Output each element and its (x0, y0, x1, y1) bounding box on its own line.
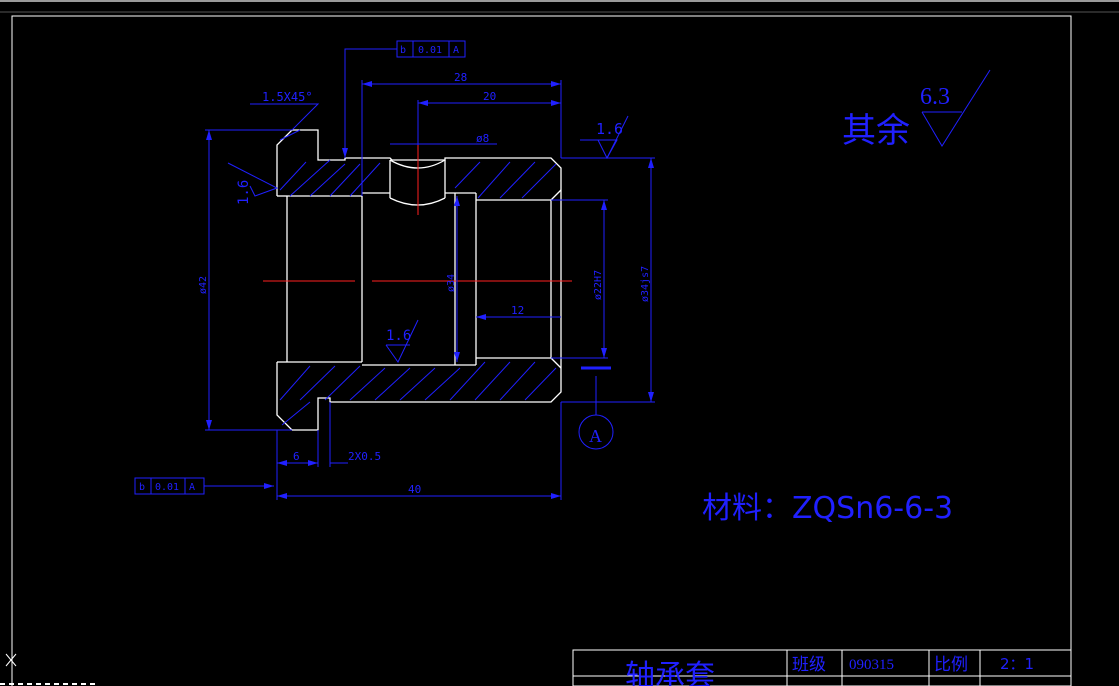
dim-12: 12 (511, 304, 524, 317)
tol-bottom-symbol: b (139, 482, 145, 493)
roughness-inner: 1.6 (386, 328, 411, 344)
dim-20: 20 (483, 90, 496, 103)
class-label: 班级 (792, 655, 826, 675)
tolerance-frames (134, 40, 466, 495)
dim-6: 6 (293, 450, 300, 463)
class-value: 090315 (849, 657, 894, 673)
section-hatching (279, 129, 557, 426)
centerlines (263, 145, 572, 282)
dim-40: 40 (408, 483, 421, 496)
material-note: 材料：ZQSn6-6-3 (702, 491, 953, 526)
scale-label: 比例 (934, 655, 968, 675)
dim-chamfer: 1.5X45° (262, 90, 313, 104)
dim-bore-dia: ø22H7 (593, 270, 604, 300)
roughness-left: 1.6 (236, 180, 252, 205)
roughness-top: 1.6 (596, 120, 623, 138)
surface-finish-label: 其余 (842, 111, 910, 151)
dim-outer-dia: ø42 (198, 276, 209, 294)
ucs-icon (5, 653, 17, 667)
tol-top-symbol: b (400, 45, 406, 56)
dim-28: 28 (454, 71, 467, 84)
tol-top-value: 0.01 (418, 45, 442, 56)
tol-bottom-datum: A (189, 482, 195, 493)
dim-hole-dia: ø8 (476, 132, 489, 145)
scale-value: 2：1 (1000, 655, 1034, 673)
dim-groove: 2X0.5 (348, 450, 381, 463)
dimension-lines (204, 48, 991, 500)
datum-label: A (589, 426, 602, 446)
dim-shaft-dia: ø34js7 (640, 266, 651, 302)
title-block (572, 649, 1072, 686)
dimension-arrows (206, 81, 654, 499)
dim-inner-dia: ø34 (446, 274, 457, 292)
surface-finish-value: 6.3 (920, 84, 950, 110)
tol-bottom-value: 0.01 (155, 482, 179, 493)
part-outline (276, 129, 562, 431)
part-name: 轴承套 (625, 659, 715, 686)
tol-top-datum: A (453, 45, 459, 56)
drawing-border (11, 15, 1072, 686)
